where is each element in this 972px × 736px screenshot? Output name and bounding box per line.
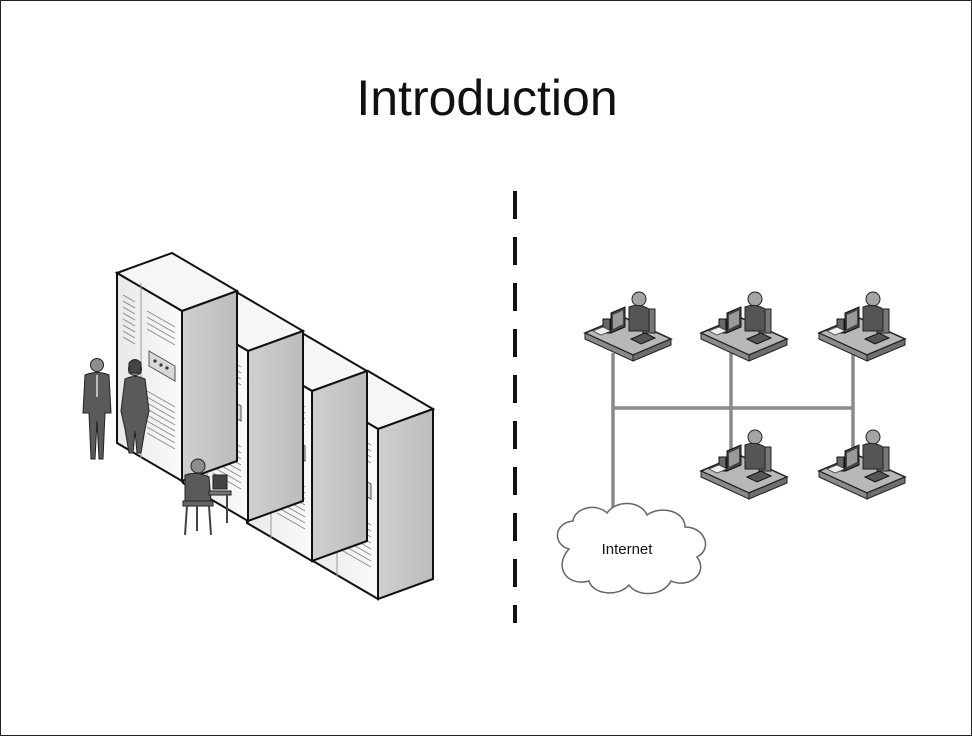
workstation-icon [700, 291, 788, 362]
slide-title: Introduction [356, 70, 618, 126]
workstation-icon [818, 429, 906, 500]
network-links [611, 353, 855, 519]
workstation-icon [700, 429, 788, 500]
server-racks [116, 252, 434, 600]
workstation-icon [818, 291, 906, 362]
businesswoman-icon [120, 359, 150, 454]
internet-label: Internet [601, 541, 653, 558]
workstation-icon [584, 291, 672, 362]
internet-cloud-icon [556, 502, 707, 595]
operator-at-terminal-icon [182, 458, 232, 536]
businessman-icon [82, 358, 112, 460]
